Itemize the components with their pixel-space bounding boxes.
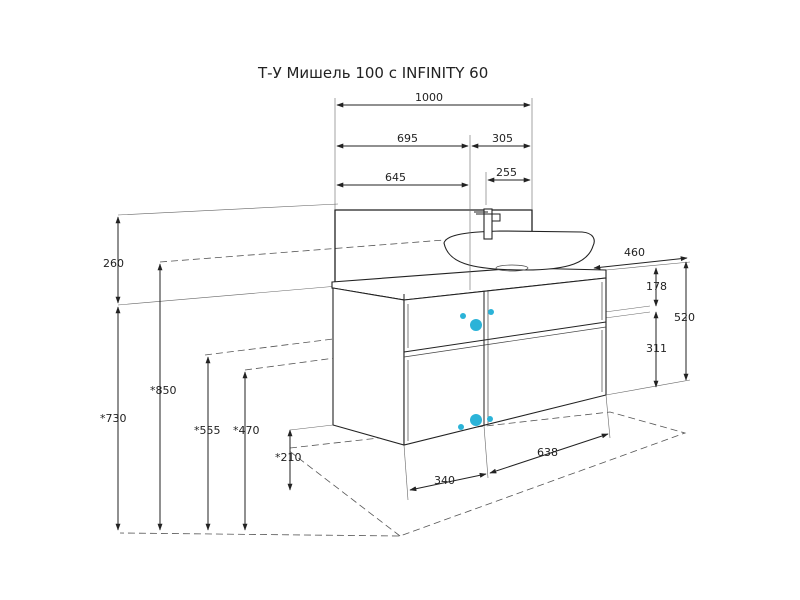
siphon-marker-large bbox=[470, 319, 482, 331]
dim-upper-siphon: *555 bbox=[194, 424, 221, 437]
water-marker-small bbox=[458, 424, 464, 430]
dim-cabinet-bottom: *210 bbox=[275, 451, 302, 464]
dim-mount-height: *730 bbox=[100, 412, 127, 425]
top-dimensions bbox=[334, 98, 533, 290]
dim-left-to-tap: 695 bbox=[397, 132, 418, 145]
dim-depth: 460 bbox=[624, 246, 645, 259]
dim-cabinet-height: 520 bbox=[674, 311, 695, 324]
dim-top-drawer: 178 bbox=[646, 280, 667, 293]
dim-bottom-left-offset: 340 bbox=[434, 474, 455, 487]
dim-bottom-right-offset: 638 bbox=[537, 446, 558, 459]
bottom-dimensions bbox=[403, 394, 611, 501]
dim-total-width: 1000 bbox=[415, 91, 443, 104]
left-dimensions bbox=[115, 216, 334, 531]
drawing-title: Т-У Мишель 100 с INFINITY 60 bbox=[257, 64, 488, 82]
faucet bbox=[474, 208, 501, 240]
dim-drain-to-right: 255 bbox=[496, 166, 517, 179]
dim-tap-to-right: 305 bbox=[492, 132, 513, 145]
siphon-marker-small bbox=[488, 309, 494, 315]
siphon-marker-small bbox=[460, 313, 466, 319]
water-marker-large bbox=[470, 414, 482, 426]
right-dimensions bbox=[593, 256, 691, 396]
dim-countertop-height: *850 bbox=[150, 384, 177, 397]
dim-bottom-drawer: 311 bbox=[646, 342, 667, 355]
dim-lower-siphon: *470 bbox=[233, 424, 260, 437]
dim-backsplash: 260 bbox=[103, 257, 124, 270]
water-marker-small bbox=[487, 416, 493, 422]
basin bbox=[443, 230, 595, 272]
vanity-cabinet bbox=[331, 209, 607, 446]
dim-left-to-drain: 645 bbox=[385, 171, 406, 184]
connection-markers bbox=[458, 309, 494, 430]
